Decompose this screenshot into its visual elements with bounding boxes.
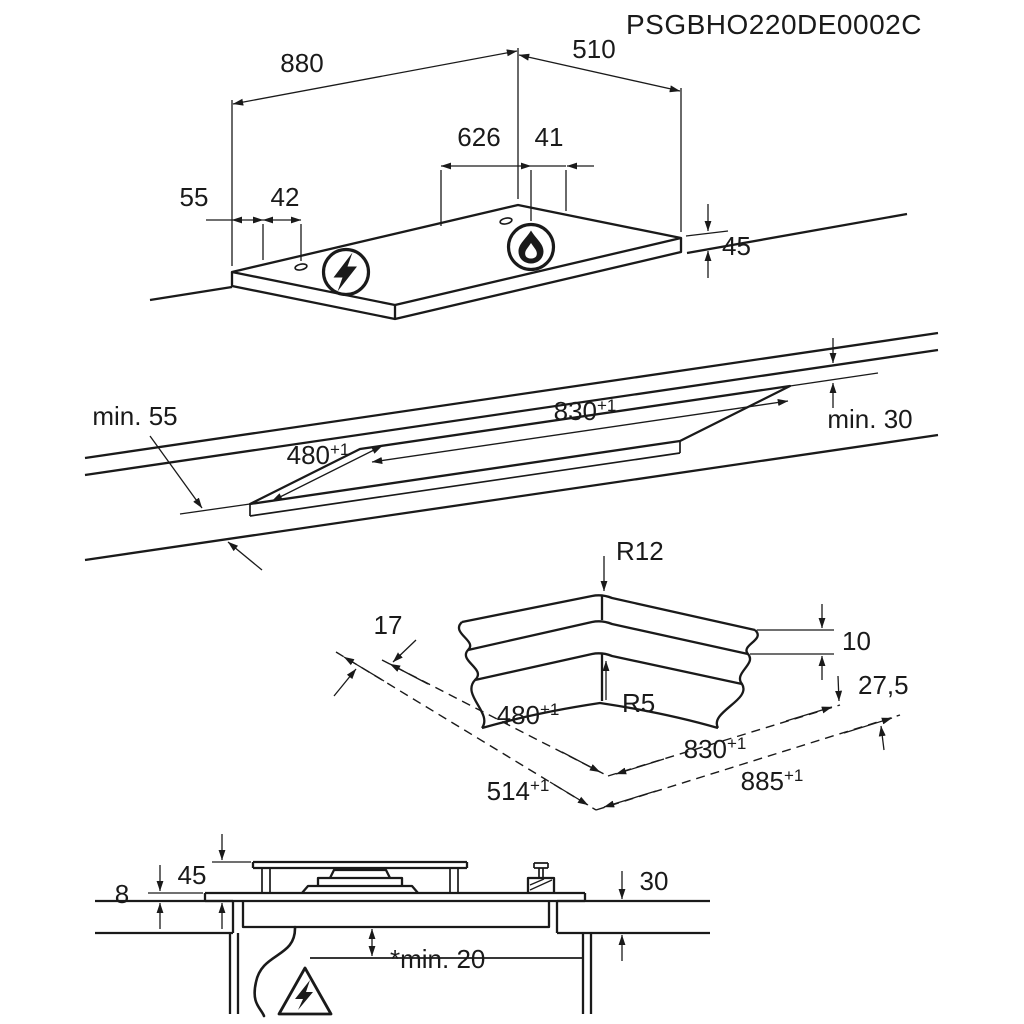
- pan-support: [251, 860, 469, 893]
- dim-hob-depth-label: 510: [572, 34, 615, 64]
- dim-glass-height: 8: [115, 865, 203, 929]
- dim-back-clearance-label: min. 30: [827, 404, 912, 434]
- dim-hob-height: 45: [704, 204, 751, 278]
- dim-hob-height-label: 45: [722, 231, 751, 261]
- dim-cutout-depth-label: 480+1: [287, 440, 350, 470]
- dim-back-clearance: min. 30: [827, 338, 913, 434]
- corner-detail-view: R12 R5 10 17 27,5 480+1 830+1 514+1: [333, 536, 909, 811]
- hob-perspective-view: 880 510 626 41 55 42 45: [149, 34, 908, 321]
- dim-hob-width: 880: [232, 48, 518, 106]
- dim-front-clearance-label: min. 55: [92, 401, 177, 431]
- dim-outer-radius: R12: [600, 536, 664, 592]
- dim-total-height: 45: [178, 834, 251, 929]
- dim-cutout-width-label: 830+1: [554, 396, 617, 426]
- dim-inner-radius: R5: [602, 660, 655, 718]
- dim-burner-position: 626 41: [440, 122, 594, 170]
- dim-glass-height-label: 8: [115, 879, 129, 909]
- dim-bottom-clearance-label: *min. 20: [390, 944, 485, 974]
- dim-outer-radius-label: R12: [616, 536, 664, 566]
- fixing-clamp: [526, 862, 556, 893]
- electric-shock-warning-icon: [277, 966, 333, 1016]
- document-code: PSGBHO220DE0002C: [626, 9, 922, 40]
- worktop-cutout-view: 480+1 830+1 min. 55 min. 30: [84, 331, 939, 571]
- dim-inner-radius-label: R5: [622, 688, 655, 718]
- dim-worktop-thickness: 30: [618, 866, 669, 961]
- dim-hob-depth: 510: [518, 34, 681, 93]
- dim-ledge-right-label: 27,5: [858, 670, 909, 700]
- fixing-hole-back: [499, 217, 513, 225]
- fixing-hole-left: [294, 263, 308, 271]
- dim-ledge-right: 27,5: [835, 670, 909, 751]
- dim-ledge-left: 17: [333, 610, 417, 697]
- dim-total-height-label: 45: [178, 860, 207, 890]
- dim-outer-depth-label: 514+1: [487, 776, 550, 806]
- dim-ledge-left-label: 17: [374, 610, 403, 640]
- dim-front-clearance: min. 55: [92, 401, 263, 571]
- dim-control-edge-label: 55: [180, 182, 209, 212]
- flame-icon: [506, 222, 556, 272]
- dim-burner-edge-label: 41: [535, 122, 564, 152]
- burner-profile: [301, 868, 419, 894]
- dim-bottom-clearance: *min. 20: [368, 928, 485, 974]
- dim-inner-width-label: 830+1: [684, 734, 747, 764]
- dim-cutout-depth: 480+1: [271, 440, 383, 502]
- dim-burner-distance-label: 626: [457, 122, 500, 152]
- dim-worktop-thickness-label: 30: [640, 866, 669, 896]
- dim-outer-width-label: 885+1: [741, 766, 804, 796]
- dim-step-depth: 10: [750, 604, 871, 680]
- dim-control-position: 55 42: [180, 182, 302, 224]
- dim-step-depth-label: 10: [842, 626, 871, 656]
- dim-control-spacing-label: 42: [271, 182, 300, 212]
- mains-cable: [253, 925, 297, 1018]
- dim-cutout-width: 830+1: [371, 396, 789, 464]
- cross-section-view: 8 45 30 *min. 20: [95, 834, 710, 1018]
- dim-hob-width-label: 880: [280, 48, 323, 78]
- dim-inner-depth-label: 480+1: [497, 700, 560, 730]
- ignition-lightning-icon: [321, 247, 371, 297]
